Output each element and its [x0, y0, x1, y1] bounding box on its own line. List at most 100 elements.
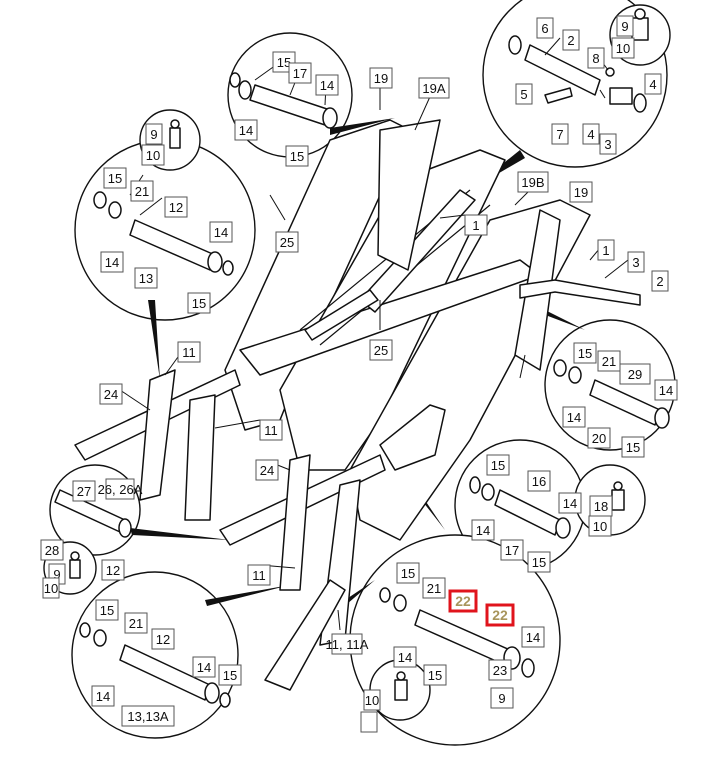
part-number: 2: [656, 274, 663, 289]
part-number-callout: 9: [616, 15, 634, 37]
part-number-callout: 19: [569, 181, 593, 203]
callout-box: [369, 67, 393, 89]
callout-box: [91, 685, 115, 707]
part-number: 15: [192, 296, 206, 311]
callout-box: [582, 123, 600, 145]
callout-box: [517, 171, 549, 193]
callout-box: [423, 664, 447, 686]
part-number: 25: [280, 235, 294, 250]
part-number: 8: [592, 51, 599, 66]
part-number: 13,13A: [127, 709, 169, 724]
part-number-callout: 3: [627, 251, 645, 273]
part-number: 14: [526, 630, 540, 645]
callout-box: [619, 363, 651, 385]
part-number-callout: 12: [164, 196, 188, 218]
grease-fitting: [69, 8, 649, 701]
part-number: 14: [214, 225, 228, 240]
callout-box: [360, 711, 378, 733]
part-number-callout: 22: [448, 589, 478, 613]
part-number: 9: [150, 127, 157, 142]
pin-assembly-tl: [229, 72, 338, 129]
part-number: 26, 26A: [98, 482, 143, 497]
part-number: 5: [520, 87, 527, 102]
part-number-callout: 14: [315, 74, 339, 96]
callout-box: [124, 612, 148, 634]
part-number: 14: [567, 410, 581, 425]
callout-box: [527, 470, 551, 492]
callout-box: [616, 15, 634, 37]
callout-box: [134, 267, 158, 289]
part-number-callout: 14: [192, 656, 216, 678]
part-number-callout: 19A: [418, 77, 450, 99]
part-number-callout: 11: [259, 419, 283, 441]
callout-box: [99, 383, 123, 405]
callout-box: [177, 341, 201, 363]
part-number: 17: [505, 543, 519, 558]
part-number-callout: 21: [597, 350, 621, 372]
part-number: 12: [169, 200, 183, 215]
part-number-callout: 22: [485, 603, 515, 627]
part-number: 10: [365, 693, 379, 708]
callout-box: [597, 239, 615, 261]
highlight-box: [485, 603, 515, 627]
callout-box: [488, 659, 512, 681]
callout-box: [464, 214, 488, 236]
callout-box: [611, 37, 635, 59]
part-number: 4: [587, 127, 594, 142]
part-number-callout: 14: [100, 251, 124, 273]
callout-box: [331, 633, 363, 655]
part-number: 1: [472, 218, 479, 233]
part-number-callout: 15: [285, 145, 309, 167]
part-number-callout: 24: [99, 383, 123, 405]
callout-box: [101, 559, 125, 581]
part-number: 15: [491, 458, 505, 473]
pin-assembly-rl: [469, 476, 571, 539]
callout-box: [597, 350, 621, 372]
part-number-callout: 10: [611, 37, 635, 59]
part-number: 9: [498, 691, 505, 706]
callout-box: [363, 689, 381, 711]
part-number-callout: 15: [95, 599, 119, 621]
pin-assembly-tr: [508, 35, 647, 113]
part-number-callout: 10: [42, 577, 60, 599]
part-number-callout: 15: [486, 454, 510, 476]
callout-box: [121, 705, 175, 727]
part-number: 21: [427, 581, 441, 596]
part-number-callout: 14: [521, 626, 545, 648]
callout-box: [288, 62, 312, 84]
part-number-callout: 12: [101, 559, 125, 581]
part-number-callout: 18: [589, 495, 613, 517]
callout-box: [275, 231, 299, 253]
pin-assembly-bl: [79, 622, 231, 708]
callout-box: [42, 577, 60, 599]
part-number-callout: 25: [369, 339, 393, 361]
part-number-callout: 9: [490, 687, 514, 709]
callout-box: [151, 628, 175, 650]
link-11a: [264, 579, 346, 691]
callout-box: [527, 551, 551, 573]
part-number-callout: 1: [464, 214, 488, 236]
part-number: 11: [264, 423, 278, 438]
part-number-callout: 15: [527, 551, 551, 573]
part-number-callout: 20: [587, 427, 611, 449]
pin-assembly-l: [93, 191, 234, 276]
part-number: 19: [374, 71, 388, 86]
callout-box: [103, 167, 127, 189]
part-number-callout: 17: [288, 62, 312, 84]
callout-box: [393, 646, 417, 668]
part-number: 3: [604, 137, 611, 152]
part-number: 10: [616, 41, 630, 56]
part-number-callout: 14: [471, 519, 495, 541]
part-number: 14: [476, 523, 490, 538]
part-number: 24: [260, 463, 274, 478]
part-number-callout: 15: [187, 292, 211, 314]
part-number-callout: 11, 11A: [326, 633, 369, 655]
part-number: 15: [290, 149, 304, 164]
part-number-callout: 12: [151, 628, 175, 650]
part-number: 22: [492, 607, 508, 623]
part-number-callout: 10: [141, 144, 165, 166]
callout-box: [587, 427, 611, 449]
pointer-wedge: [330, 118, 395, 135]
